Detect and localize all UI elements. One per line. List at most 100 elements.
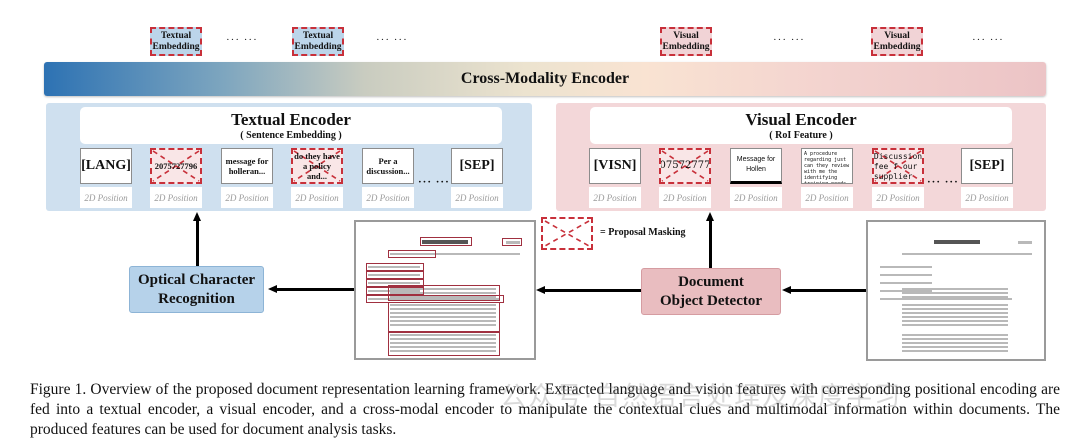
visual-encoder-title: Visual Encoder bbox=[745, 110, 857, 129]
token-ellipsis: ··· ··· bbox=[418, 176, 450, 188]
doc-text-line bbox=[902, 342, 1008, 344]
visual-2d-position: 2D Position bbox=[659, 187, 711, 208]
detector-label: Document Object Detector bbox=[659, 273, 763, 309]
embedding-label: Textual Embedding bbox=[294, 30, 342, 52]
detection-box bbox=[388, 332, 500, 356]
visual-embedding-2: Visual Embedding bbox=[871, 27, 923, 56]
mask-cross-icon bbox=[152, 150, 200, 182]
visual-2d-position: 2D Position bbox=[961, 187, 1013, 208]
visual-encoder-subtitle: ( RoI Feature ) bbox=[769, 130, 833, 141]
doc-text-line bbox=[902, 316, 1008, 318]
token-ellipsis: ··· ··· bbox=[927, 176, 959, 188]
textual-token: Per a discussion... bbox=[362, 148, 414, 184]
embedding-label: Textual Embedding bbox=[152, 30, 200, 52]
visual-token-label: 2075727779 bbox=[659, 160, 711, 171]
mask-cross-icon bbox=[544, 220, 590, 247]
arrow-detector-to-visual bbox=[709, 220, 712, 268]
arrowhead-left-icon bbox=[536, 286, 545, 294]
proposal-masking-label: = Proposal Masking bbox=[600, 227, 686, 238]
raw-document-image bbox=[866, 220, 1046, 361]
visual-token: [SEP] bbox=[961, 148, 1013, 184]
detection-box bbox=[366, 287, 424, 295]
visual-token-label: Message for Hollen bbox=[736, 156, 776, 173]
embedding-label: Visual Embedding bbox=[873, 30, 921, 52]
visual-encoder-panel: Visual Encoder ( RoI Feature ) [VISN] 2D … bbox=[556, 103, 1046, 211]
detection-box bbox=[366, 263, 424, 271]
doc-subject-rule bbox=[390, 253, 520, 255]
textual-encoder-subtitle: ( Sentence Embedding ) bbox=[240, 130, 342, 141]
cross-modality-title: Cross-Modality Encoder bbox=[460, 70, 630, 87]
figure-caption: Figure 1. Overview of the proposed docum… bbox=[30, 381, 1060, 438]
detection-box bbox=[388, 302, 500, 332]
visual-2d-position: 2D Position bbox=[872, 187, 924, 208]
textual-token: message for holleran... bbox=[221, 148, 273, 184]
textual-embedding-1: Textual Embedding bbox=[150, 27, 202, 56]
textual-2d-position: 2D Position bbox=[291, 187, 343, 208]
textual-token-label: message for holleran... bbox=[225, 156, 269, 176]
doc-text-line bbox=[390, 346, 496, 348]
textual-token-label: 2075727796 bbox=[154, 161, 198, 171]
doc-field-line bbox=[368, 274, 420, 276]
doc-text-line bbox=[390, 342, 496, 344]
doc-text-line bbox=[902, 350, 1008, 352]
proposal-masking-legend-swatch bbox=[541, 217, 593, 250]
doc-text-line bbox=[390, 292, 496, 294]
cross-modality-encoder: Cross-Modality Encoder bbox=[44, 62, 1046, 96]
textual-encoder-header: Textual Encoder ( Sentence Embedding ) bbox=[80, 107, 502, 144]
doc-text-line bbox=[390, 338, 496, 340]
visual-token-masked: Discussion fee f our supplier ons I want… bbox=[872, 148, 924, 184]
doc-text-line bbox=[902, 346, 1008, 348]
doc-subject-rule bbox=[902, 253, 1032, 255]
embedding-ellipsis: ··· ··· bbox=[773, 34, 805, 46]
textual-encoder-panel: Textual Encoder ( Sentence Embedding ) [… bbox=[46, 103, 532, 211]
doc-field-line bbox=[880, 298, 1012, 300]
doc-field-line bbox=[368, 266, 420, 268]
doc-text-line bbox=[902, 304, 1008, 306]
doc-text-line bbox=[902, 324, 1008, 326]
detection-box bbox=[366, 279, 424, 287]
doc-text-line bbox=[390, 312, 496, 314]
doc-text-line bbox=[902, 296, 1008, 298]
ocr-module: Optical Character Recognition bbox=[129, 266, 264, 313]
mask-cross-icon bbox=[293, 150, 341, 182]
visual-2d-position: 2D Position bbox=[801, 187, 853, 208]
visual-token: A procedure regarding just can they revi… bbox=[801, 148, 853, 184]
embedding-ellipsis: ··· ··· bbox=[226, 34, 258, 46]
doc-text-line bbox=[390, 320, 496, 322]
embedding-ellipsis: ··· ··· bbox=[376, 34, 408, 46]
doc-text-line bbox=[390, 296, 496, 298]
arrow-ocr-to-textual bbox=[196, 220, 199, 266]
doc-field-line bbox=[368, 298, 500, 300]
visual-token-masked: 2075727779 bbox=[659, 148, 711, 184]
visual-token: Message for Hollen bbox=[730, 148, 782, 184]
doc-field-line bbox=[880, 266, 932, 268]
visual-token-label: A procedure regarding just can they revi… bbox=[804, 151, 850, 184]
visual-token-label: [VISN] bbox=[593, 158, 637, 173]
doc-text-line bbox=[390, 308, 496, 310]
doc-page-number bbox=[1018, 241, 1032, 244]
doc-text-line bbox=[390, 316, 496, 318]
document-object-detector-module: Document Object Detector bbox=[641, 268, 781, 315]
arrow-doc-to-detector bbox=[790, 289, 866, 292]
arrowhead-up-icon bbox=[193, 212, 201, 221]
detection-box bbox=[388, 285, 500, 301]
textual-2d-position: 2D Position bbox=[451, 187, 503, 208]
doc-text-line bbox=[902, 292, 1008, 294]
visual-2d-position: 2D Position bbox=[730, 187, 782, 208]
doc-field-line bbox=[880, 282, 932, 284]
visual-2d-position: 2D Position bbox=[589, 187, 641, 208]
arrowhead-left-icon bbox=[268, 285, 277, 293]
visual-token-label: Discussion fee f our supplier ons I want… bbox=[873, 152, 923, 181]
doc-text-line bbox=[390, 288, 496, 290]
doc-page-number bbox=[506, 241, 520, 244]
detection-box bbox=[420, 237, 472, 246]
visual-encoder-header: Visual Encoder ( RoI Feature ) bbox=[590, 107, 1012, 144]
detection-box bbox=[388, 250, 436, 258]
textual-2d-position: 2D Position bbox=[150, 187, 202, 208]
textual-token-masked: do they have a policy and... bbox=[291, 148, 343, 184]
doc-field-line bbox=[368, 282, 420, 284]
mask-cross-icon bbox=[874, 150, 922, 182]
visual-token-label: [SEP] bbox=[969, 158, 1005, 173]
doc-text-line bbox=[902, 334, 1008, 336]
doc-text-line bbox=[390, 334, 496, 336]
